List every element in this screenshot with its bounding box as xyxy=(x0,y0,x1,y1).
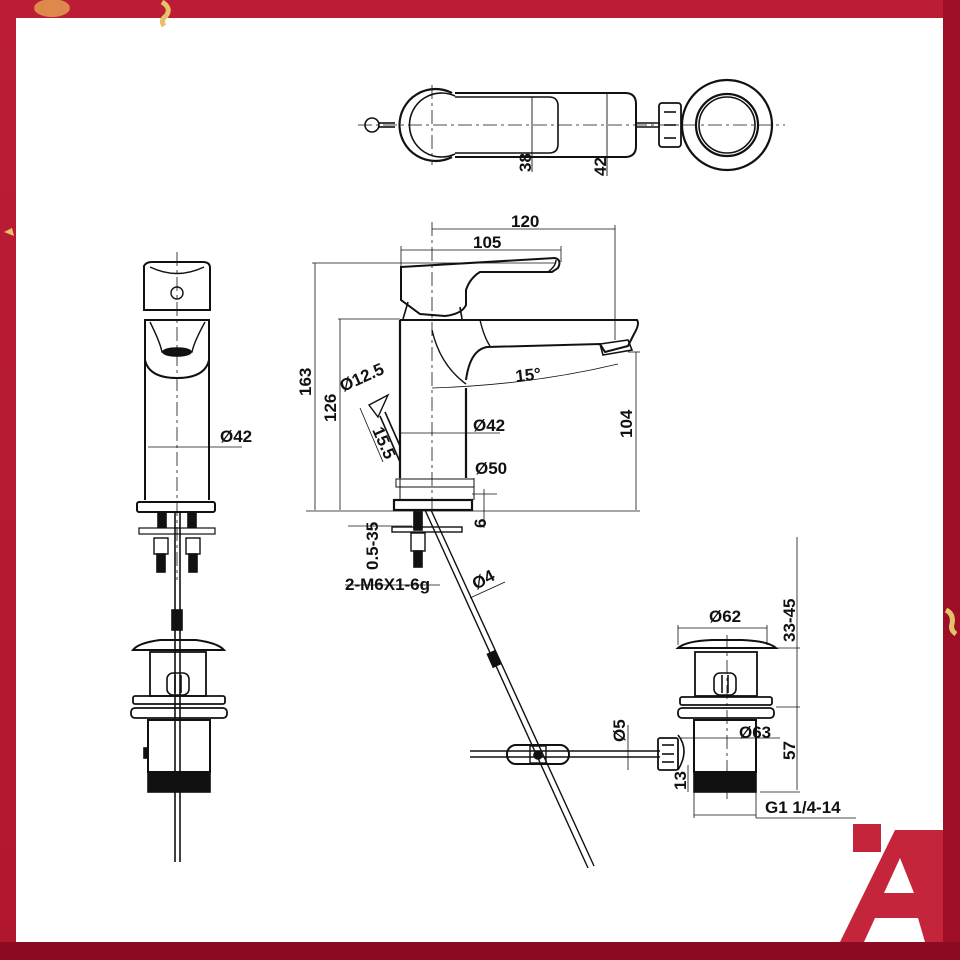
dim-waste-height: 57 xyxy=(780,741,799,760)
brand-logo xyxy=(840,824,943,942)
dim-waste-rod: Ø5 xyxy=(610,719,629,742)
line-art xyxy=(130,78,856,869)
dim-rod-diameter: Ø4 xyxy=(469,566,498,594)
waste-view xyxy=(657,537,856,819)
dim-offset: 13 xyxy=(671,771,690,790)
dim-angle: 15° xyxy=(514,364,542,386)
frame-right-band xyxy=(943,0,960,960)
dim-thread: 2-M6X1-6g xyxy=(345,575,430,594)
dim-total-height: 163 xyxy=(296,368,315,396)
dim-body-height: 126 xyxy=(321,394,340,422)
dim-cap-diameter: Ø62 xyxy=(709,607,741,626)
dim-top-38: 38 xyxy=(516,153,535,172)
frame-bottom-band xyxy=(0,942,960,960)
dim-hose-length: 15.5 xyxy=(368,424,399,462)
dim-hose-diameter: Ø12.5 xyxy=(337,359,387,395)
confetti-decoration xyxy=(4,0,958,637)
dim-base-thickness: 6 xyxy=(471,519,490,528)
dim-deck-thickness: 0.5-35 xyxy=(363,522,382,570)
dim-base-diameter: Ø50 xyxy=(475,459,507,478)
dim-spout-height: 104 xyxy=(617,409,636,438)
front-view xyxy=(130,252,242,862)
dim-body-diameter: Ø42 xyxy=(473,416,505,435)
dim-overall-reach: 120 xyxy=(511,212,539,231)
dim-flange-diameter: Ø63 xyxy=(739,723,771,742)
dim-top-42: 42 xyxy=(591,157,610,176)
dim-front-body-diameter: Ø42 xyxy=(220,427,252,446)
top-view xyxy=(358,78,785,176)
dim-handle-length: 105 xyxy=(473,233,501,252)
dim-cap-height: 33-45 xyxy=(780,599,799,642)
dim-waste-thread: G1 1/4-14 xyxy=(765,798,841,817)
side-view xyxy=(306,222,660,869)
